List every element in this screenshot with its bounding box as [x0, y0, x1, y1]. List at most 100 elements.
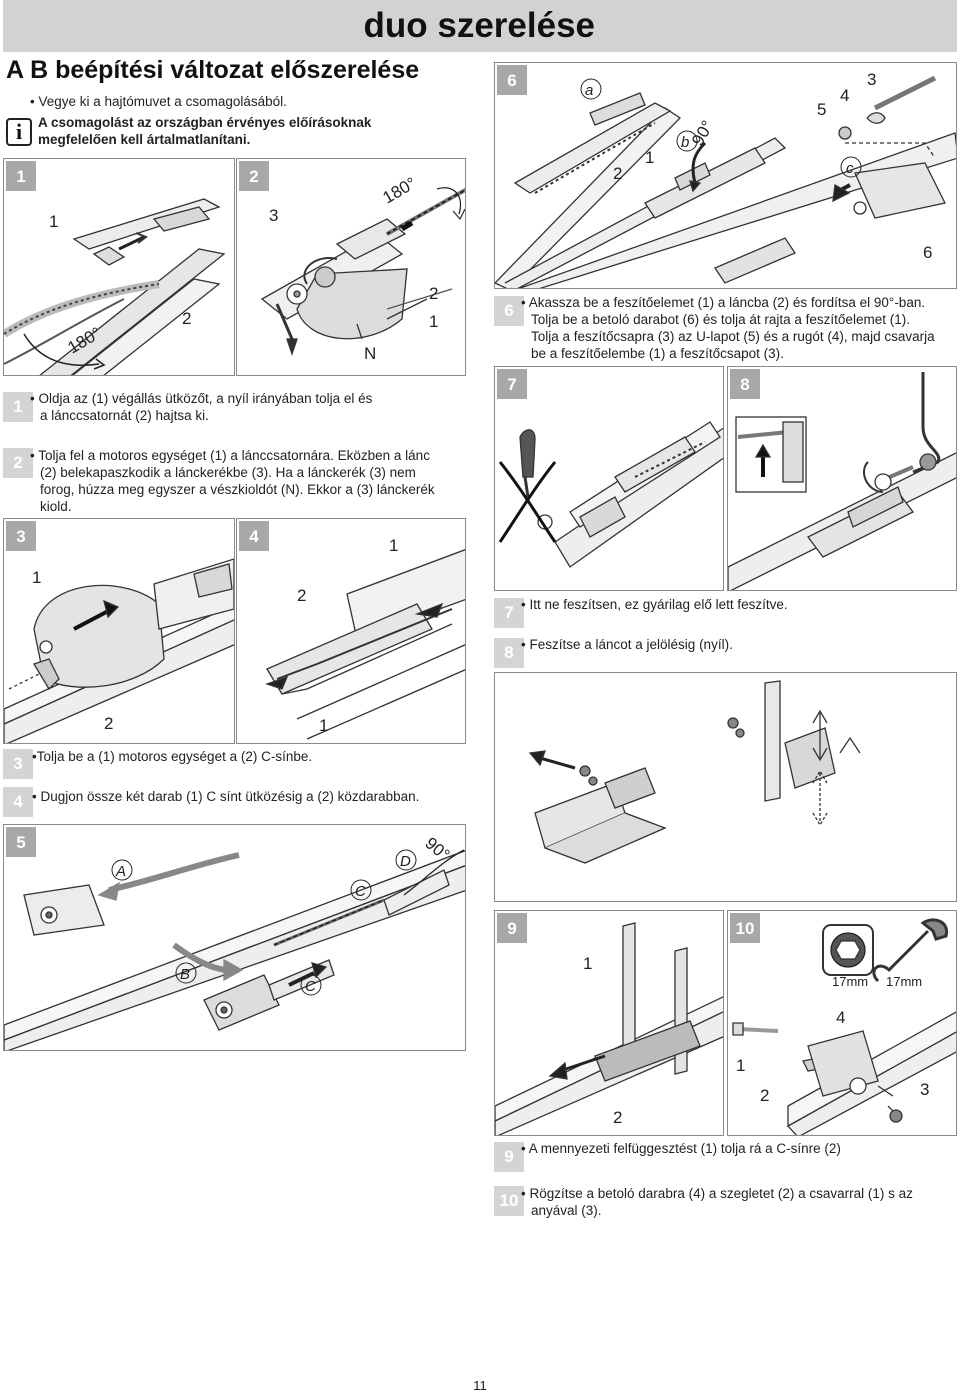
instruction-1-line-2: a lánccsatornát (2) hajtsa ki.: [40, 408, 209, 423]
figure-panel-9: 9 1 2: [494, 910, 724, 1136]
instruction-2-line-4: kiold.: [40, 499, 72, 514]
figure-panel-1: 1 1 2 180°: [3, 158, 235, 376]
label-2: 2: [429, 284, 438, 303]
label-a: a: [585, 82, 593, 99]
label-90-degrees: 90°: [688, 117, 717, 149]
instruction-2-number: 2: [3, 448, 33, 478]
label-180-degrees: 180°: [380, 173, 420, 207]
instruction-10-line-2: anyával (3).: [531, 1203, 602, 1218]
ceiling-suspension-illustration: 9 1 2: [495, 913, 723, 1135]
label-17mm-hex: 17mm: [832, 974, 868, 989]
panel-1-number: 1: [16, 167, 25, 186]
no-tension-illustration: 7: [497, 369, 723, 568]
label-1: 1: [319, 716, 328, 735]
figure-panel-7: 7: [494, 366, 724, 591]
page-header-title: duo szerelése: [363, 6, 596, 45]
label-b: b: [681, 134, 689, 151]
label-1: 1: [389, 536, 398, 555]
panel-3-number: 3: [16, 527, 25, 546]
label-1: 1: [49, 212, 58, 231]
instruction-2-line-3: forog, húzza meg egyszer a vészkioldót (…: [40, 482, 435, 497]
label-2: 2: [613, 164, 622, 183]
instruction-6-line-4: be a feszítőelembe (1) a feszítőcsapot (…: [531, 346, 784, 361]
info-line-2: megfelelően kell ártalmatlanítani.: [38, 132, 251, 147]
label-4: 4: [840, 86, 849, 105]
figure-panel-4: 4 1 2 1: [236, 518, 466, 744]
label-4: 4: [836, 1008, 845, 1027]
label-3: 3: [920, 1080, 929, 1099]
motor-unit-illustration: 2 3 2 1 N 180°: [239, 161, 465, 363]
intro-bullet: • Vegye ki a hajtómuvet a csomagolásából…: [30, 94, 287, 109]
panel-2-number: 2: [249, 167, 258, 186]
rail-unfold-illustration: 1 1 2 180°: [4, 161, 226, 375]
label-1: 1: [32, 568, 41, 587]
instruction-6-line-1: • Akassza be a feszítőelemet (1) a láncb…: [521, 295, 926, 310]
label-3: 3: [867, 70, 876, 89]
label-C-second: C: [305, 978, 316, 995]
panel-8-number: 8: [740, 375, 749, 394]
label-1: 1: [645, 148, 654, 167]
label-2: 2: [613, 1108, 622, 1127]
instruction-1-line-1: • Oldja az (1) végállás ütközőt, a nyíl …: [30, 391, 373, 406]
instruction-4-number: 4: [3, 787, 33, 817]
ceiling-bracket-illustration: [528, 680, 861, 864]
figure-bracket-assembly: [494, 672, 957, 902]
instruction-9-text: • A mennyezeti felfüggesztést (1) tolja …: [521, 1141, 841, 1156]
label-B: B: [180, 966, 190, 983]
instruction-3-number: 3: [3, 749, 33, 779]
label-3: 3: [269, 206, 278, 225]
instruction-9-number: 9: [494, 1142, 524, 1172]
panel-6-number: 6: [507, 71, 516, 90]
label-1: 1: [429, 312, 438, 331]
tensioner-insertion-illustration: 5 A B C C D 90°: [4, 827, 465, 1050]
label-N: N: [364, 344, 376, 363]
instruction-7-number: 7: [494, 598, 524, 628]
instruction-7-text: • Itt ne feszítsen, ez gyárilag elő lett…: [521, 597, 788, 612]
panel-9-number: 9: [507, 919, 516, 938]
motor-into-rail-illustration: 3 1 2: [4, 521, 234, 743]
bolt-fixing-illustration: 10 17mm 17mm 4 1 2 3: [730, 913, 956, 1135]
panel-10-number: 10: [736, 919, 755, 938]
figure-panel-8: 8: [727, 366, 957, 591]
instruction-6-line-2: Tolja be a betoló darabot (6) és tolja á…: [531, 312, 910, 327]
label-6: 6: [923, 243, 932, 262]
tension-element-illustration: 6 a b c 90° 1 2 3 4 5 6: [495, 65, 956, 288]
label-2: 2: [297, 586, 306, 605]
label-1: 1: [583, 954, 592, 973]
instruction-6-line-3: Tolja a feszítőcsapra (3) az U-lapot (5)…: [531, 329, 935, 344]
instruction-2-line-2: (2) belekapaszkodik a lánckerékbe (3). H…: [40, 465, 416, 480]
instruction-2-line-1: • Tolja fel a motoros egységet (1) a lán…: [30, 448, 430, 463]
instruction-6-number: 6: [494, 296, 524, 326]
instruction-4-text: • Dugjon össze két darab (1) C sínt ütkö…: [32, 789, 420, 804]
panel-7-number: 7: [507, 375, 516, 394]
instruction-10-number: 10: [494, 1186, 524, 1216]
label-2: 2: [760, 1086, 769, 1105]
tension-chain-illustration: 8: [728, 369, 956, 590]
info-icon: i: [6, 118, 32, 146]
figure-panel-2: 2 3 2 1 N 180°: [236, 158, 466, 376]
section-title: A B beépítési változat előszerelése: [6, 56, 420, 84]
page-number: 11: [473, 1378, 487, 1393]
info-line-1: A csomagolást az országban érvényes előí…: [38, 115, 372, 130]
label-2: 2: [104, 714, 113, 733]
panel-5-number: 5: [16, 833, 25, 852]
label-c: c: [846, 160, 854, 177]
panel-4-number: 4: [249, 527, 259, 546]
instruction-8-number: 8: [494, 638, 524, 668]
figure-panel-6: 6 a b c 90° 1 2 3 4 5 6: [494, 62, 957, 289]
instruction-8-text: • Feszítse a láncot a jelölésig (nyíl).: [521, 637, 733, 652]
figure-panel-10: 10 17mm 17mm 4 1 2 3: [727, 910, 957, 1136]
figure-panel-3: 3 1 2: [3, 518, 235, 744]
header-bar: [3, 0, 957, 52]
instruction-1-number: 1: [3, 392, 33, 422]
instruction-10-line-1: • Rögzítse a betoló darabra (4) a szegle…: [521, 1186, 913, 1201]
label-A: A: [115, 863, 126, 880]
label-17mm-wrench: 17mm: [886, 974, 922, 989]
instruction-3-text: •Tolja be a (1) motoros egységet a (2) C…: [32, 749, 313, 764]
label-1: 1: [736, 1056, 745, 1075]
label-D: D: [400, 853, 411, 870]
label-C: C: [355, 883, 366, 900]
label-5: 5: [817, 100, 826, 119]
figure-panel-5: 5 A B C C D 90°: [3, 824, 466, 1051]
label-2: 2: [182, 309, 191, 328]
